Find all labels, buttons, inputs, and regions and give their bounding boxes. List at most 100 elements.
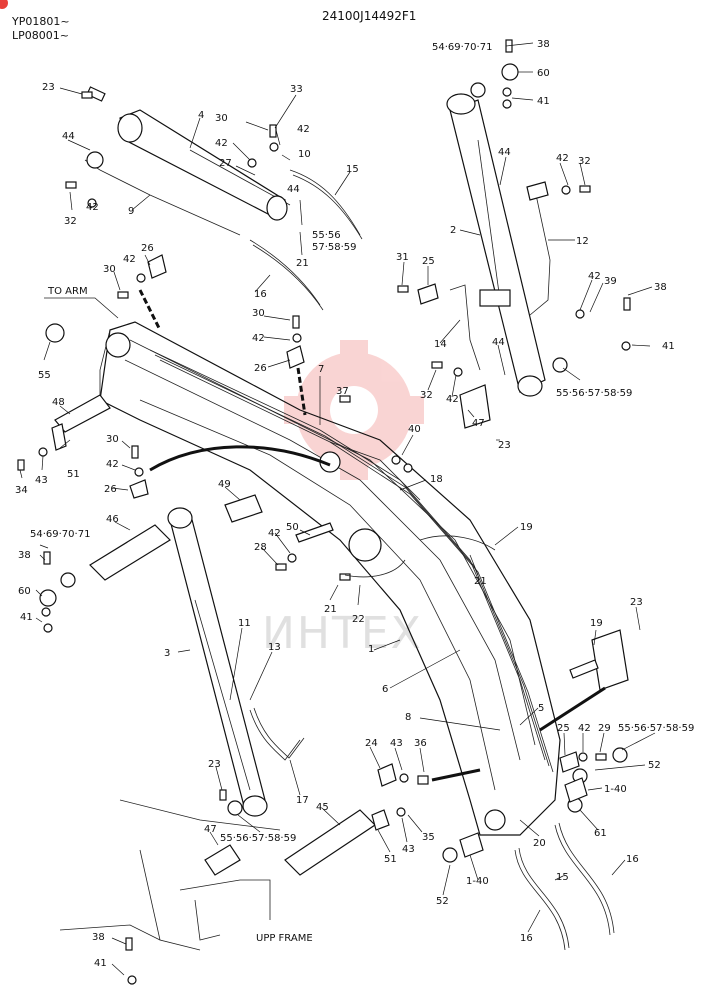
callout-55: 55 — [38, 370, 51, 381]
ring-55d — [612, 747, 628, 763]
bushing-140a — [564, 777, 588, 803]
callout-17: 17 — [296, 795, 309, 806]
callout-23: 23 — [42, 82, 55, 93]
callout-21: 21 — [474, 576, 487, 587]
callout-44: 44 — [498, 147, 511, 158]
callout-32: 32 — [578, 156, 591, 167]
callout-19: 19 — [590, 618, 603, 629]
hose-17a — [249, 709, 301, 761]
callout-42: 42 — [268, 528, 281, 539]
callout-54-69-70-71: 54·69·70·71 — [30, 529, 90, 540]
ring-54b — [470, 82, 486, 98]
callout-30: 30 — [106, 434, 119, 445]
callout-41: 41 — [94, 958, 107, 969]
pin-46 — [89, 524, 171, 581]
callout-38: 38 — [537, 39, 550, 50]
callout-51: 51 — [67, 469, 80, 480]
hose-16-lower — [554, 824, 611, 936]
upper-frame — [59, 799, 281, 951]
callout-38: 38 — [654, 282, 667, 293]
callout-5: 5 — [538, 703, 544, 714]
callout-labels: 23 4 33 44 30 42 42 10 27 44 15 9 32 42 … — [15, 39, 694, 969]
callout-49: 49 — [218, 479, 231, 490]
callout-20: 20 — [533, 838, 546, 849]
callout-52: 52 — [436, 896, 449, 907]
callout-2: 2 — [450, 225, 456, 236]
callout-50: 50 — [286, 522, 299, 533]
callout-28: 28 — [254, 542, 267, 553]
callout-43: 43 — [390, 738, 403, 749]
callout-23: 23 — [498, 440, 511, 451]
callout-22: 22 — [352, 614, 365, 625]
callout-41: 41 — [537, 96, 550, 107]
boom-pipes — [149, 349, 554, 773]
hose-16-lower-b — [558, 822, 615, 934]
callout-47: 47 — [204, 824, 217, 835]
callout-42: 42 — [297, 124, 310, 135]
callout-51: 51 — [384, 854, 397, 865]
callout-45: 45 — [316, 802, 329, 813]
callout-26: 26 — [141, 243, 154, 254]
callout-42: 42 — [106, 459, 119, 470]
arm-cylinder — [86, 86, 291, 221]
callout-21: 21 — [296, 258, 309, 269]
hose-15 — [289, 169, 361, 236]
callout-42: 42 — [86, 202, 99, 213]
drawing-number: 24100J14492F1 — [322, 9, 416, 23]
callout-41: 41 — [662, 341, 675, 352]
callout-4: 4 — [198, 110, 204, 121]
bushing-140b — [459, 832, 484, 858]
callout-55-56-57-58-59: 55·56·57·58·59 — [618, 723, 694, 734]
callout-11: 11 — [238, 618, 251, 629]
bushing-47b — [459, 384, 491, 429]
pipe-14 — [449, 284, 481, 371]
callout-23: 23 — [630, 597, 643, 608]
callout-61: 61 — [594, 828, 607, 839]
ring-60b — [501, 63, 519, 81]
callout-54-69-70-71: 54·69·70·71 — [432, 42, 492, 53]
callout-44: 44 — [287, 184, 300, 195]
boom-cylinder-right — [446, 93, 546, 397]
pipe-end-9 — [86, 151, 104, 169]
hose-17b — [253, 707, 305, 759]
callout-leaders — [19, 42, 656, 976]
bushing-47a — [204, 844, 241, 876]
callout-41: 41 — [20, 612, 33, 623]
pipe-12-end — [526, 181, 549, 201]
callout-19: 19 — [520, 522, 533, 533]
callout-52: 52 — [648, 760, 661, 771]
callout-60: 60 — [18, 586, 31, 597]
callout-60: 60 — [537, 68, 550, 79]
callout-29: 29 — [598, 723, 611, 734]
hose-22 — [344, 559, 406, 578]
callout-15: 15 — [346, 164, 359, 175]
watermark-text: ИНТЕХ — [262, 608, 423, 659]
callout-43: 43 — [35, 475, 48, 486]
upper-frame-note: UPP FRAME — [256, 933, 313, 944]
serial-range-1: YP01801~ — [11, 15, 70, 28]
callout-12: 12 — [576, 236, 589, 247]
callout-13: 13 — [268, 642, 281, 653]
callout-40: 40 — [408, 424, 421, 435]
callout-15: 15 — [556, 872, 569, 883]
callout-27: 27 — [219, 158, 232, 169]
callout-16: 16 — [254, 289, 267, 300]
callout-55-56: 55·56 — [312, 230, 341, 241]
callout-16: 16 — [626, 854, 639, 865]
callout-30: 30 — [103, 264, 116, 275]
callout-24: 24 — [365, 738, 378, 749]
callout-26: 26 — [104, 484, 117, 495]
callout-25: 25 — [557, 723, 570, 734]
callout-30: 30 — [215, 113, 228, 124]
ring-54a — [60, 572, 76, 588]
callout-16: 16 — [520, 933, 533, 944]
callout-39: 39 — [604, 276, 617, 287]
callout-26: 26 — [254, 363, 267, 374]
callout-33: 33 — [290, 84, 303, 95]
callout-42: 42 — [446, 394, 459, 405]
sensor-19 — [569, 659, 599, 679]
callout-42: 42 — [252, 333, 265, 344]
callout-30: 30 — [252, 308, 265, 319]
callout-1: 1 — [368, 644, 374, 655]
